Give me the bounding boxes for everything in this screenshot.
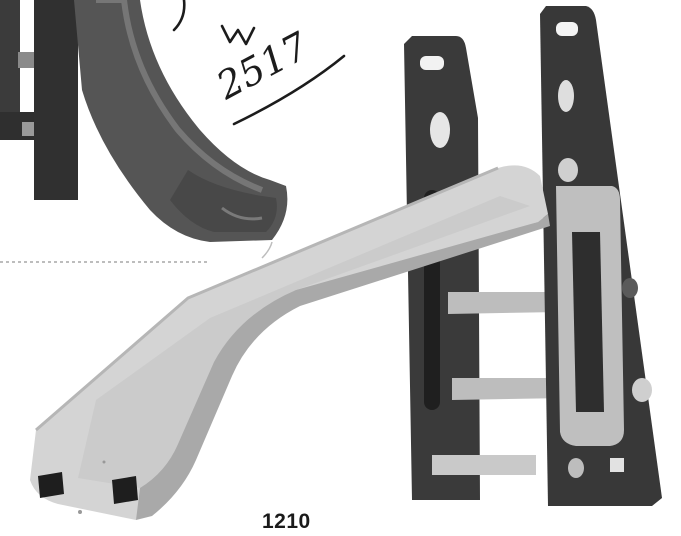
handwritten-annotation: 2517	[172, 0, 346, 126]
inset-slide-photo	[0, 0, 288, 263]
model-number-label: 1210	[262, 510, 311, 533]
handwritten-number: 2517	[209, 23, 317, 108]
main-slide	[30, 6, 662, 521]
